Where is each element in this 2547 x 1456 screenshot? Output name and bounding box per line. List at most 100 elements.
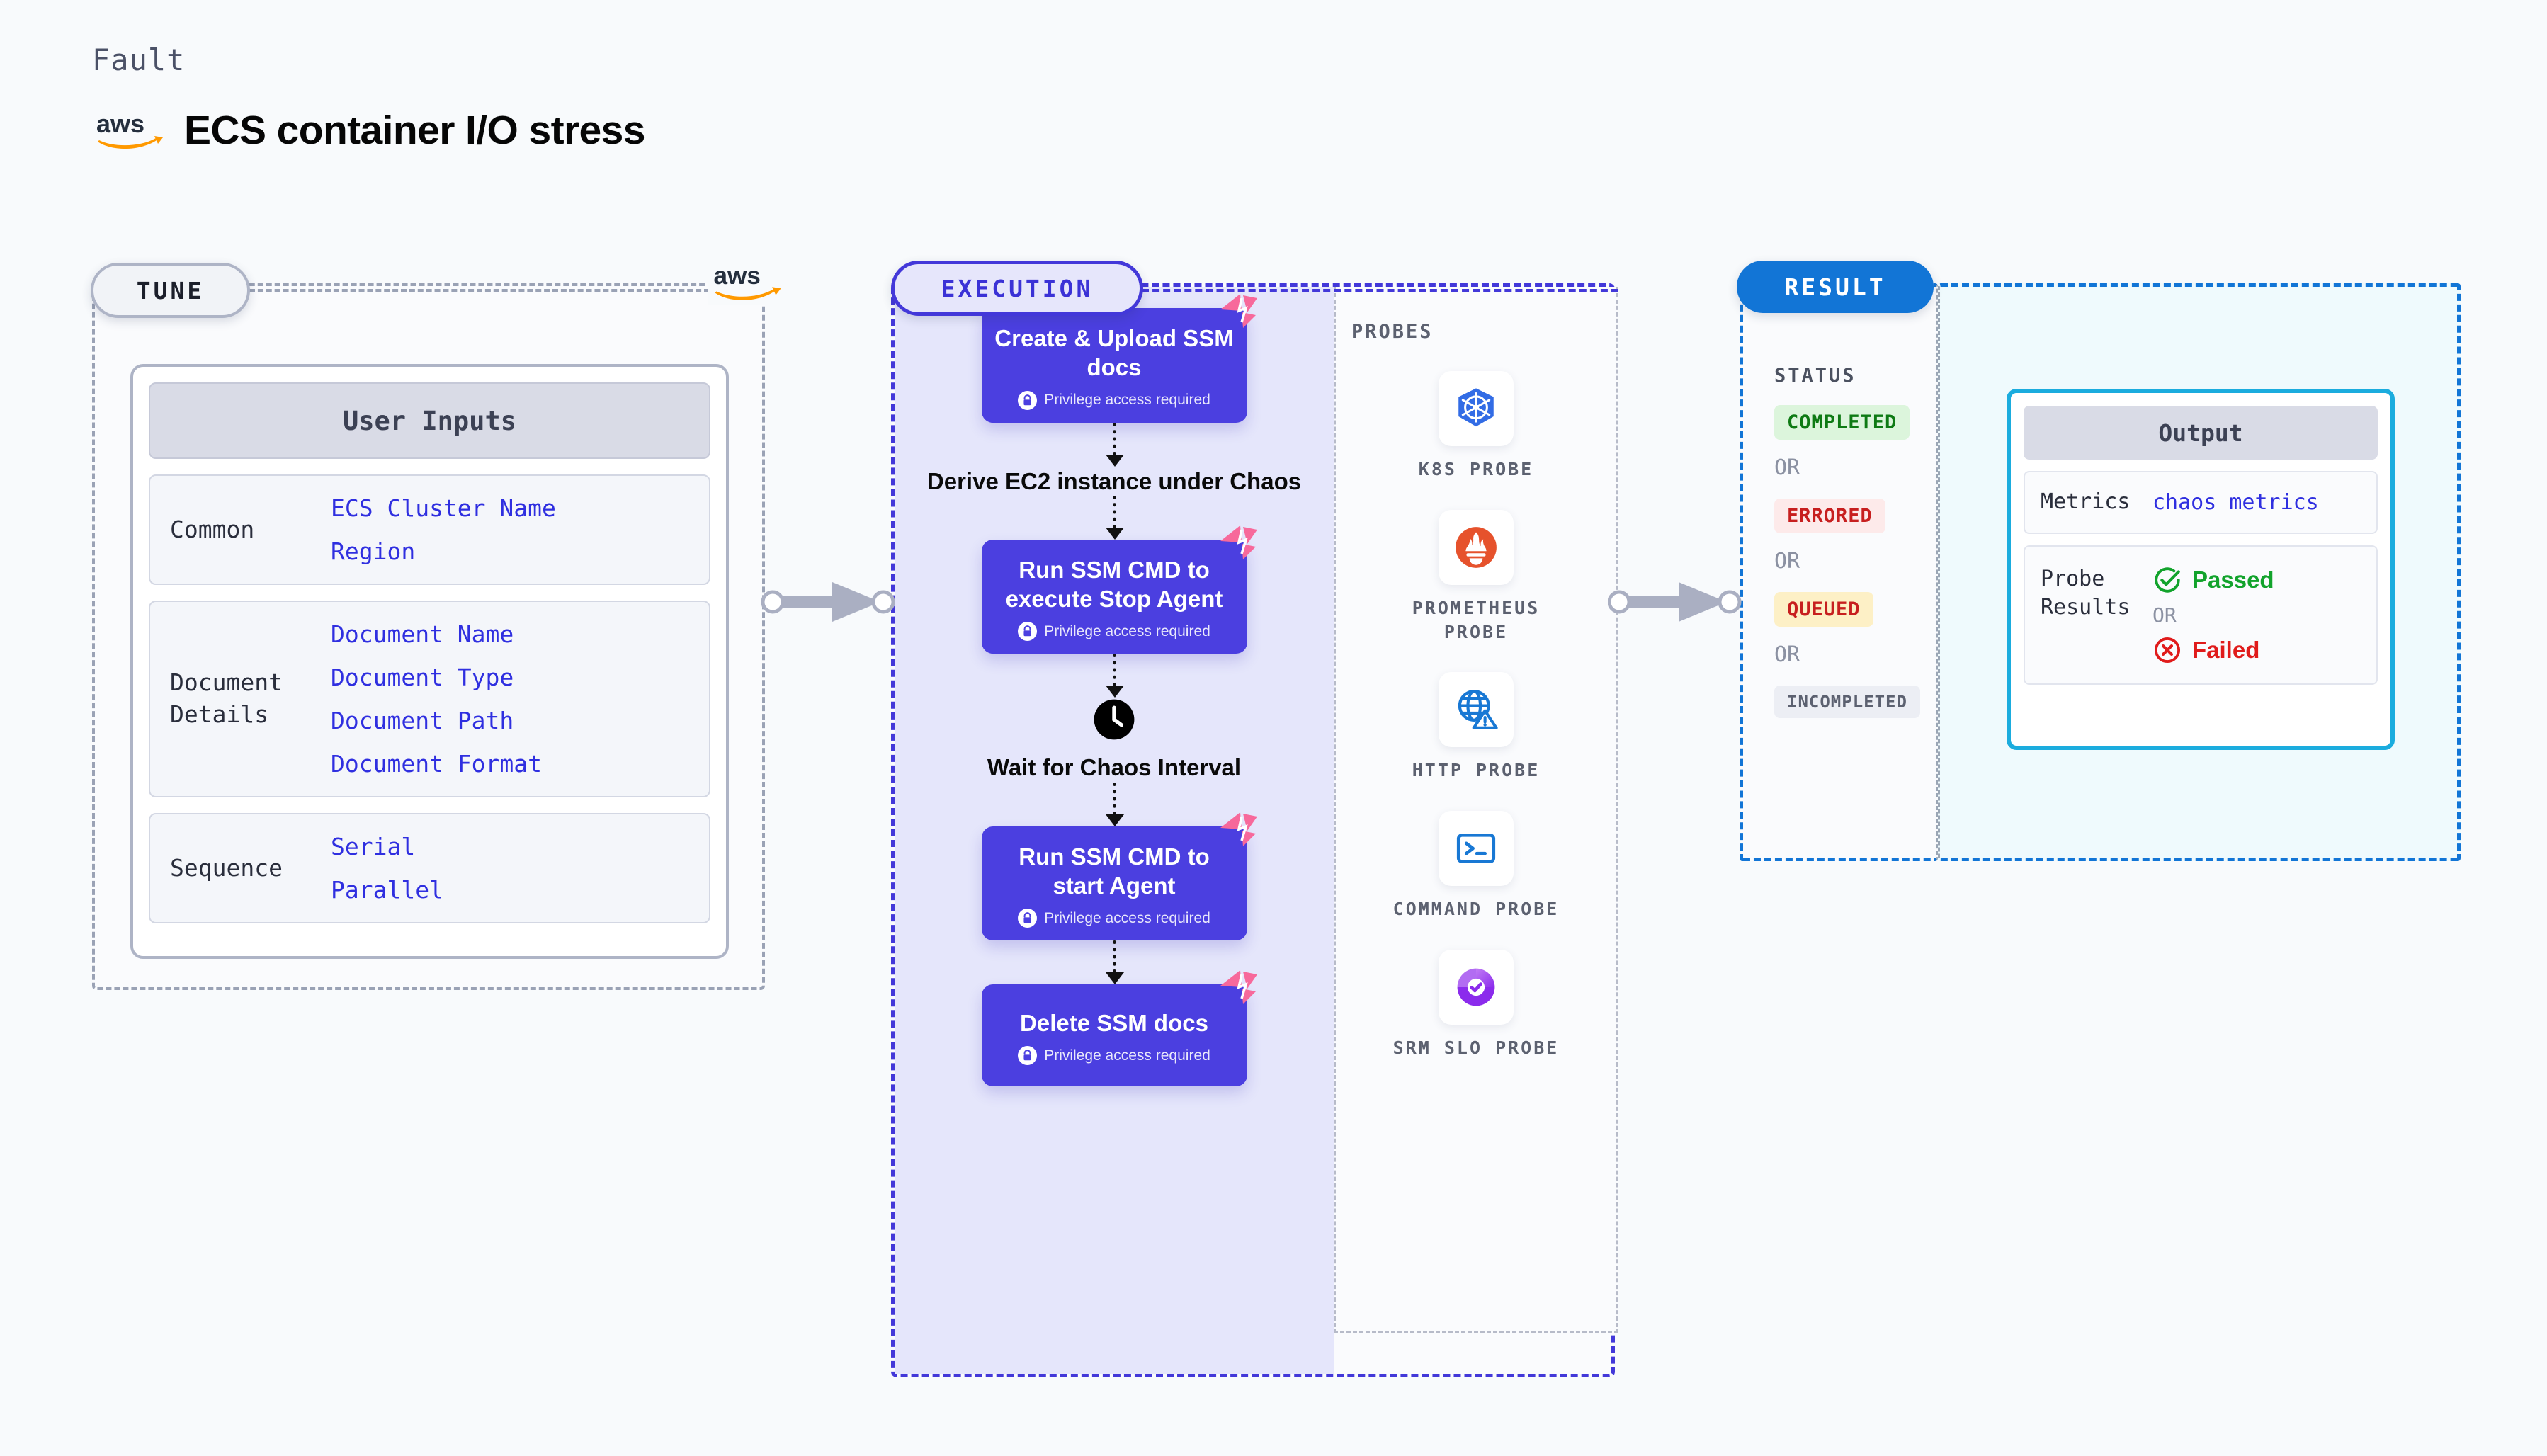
flow-connector: [1106, 422, 1124, 467]
execution-connector-line: [1142, 289, 1618, 292]
privilege-text: Privilege access required: [1044, 909, 1210, 926]
flow-connector: [1106, 940, 1124, 984]
srm-slo-icon: [1457, 968, 1495, 1006]
kubernetes-icon: [1458, 388, 1494, 427]
aws-logo-icon: aws: [96, 109, 163, 149]
svg-text:aws: aws: [713, 262, 760, 290]
lock-icon: [1018, 390, 1038, 410]
fault-flag-icon: [1220, 812, 1257, 846]
node-title: Delete SSM docs: [1020, 1010, 1208, 1036]
user-inputs-title: User Inputs: [149, 382, 710, 459]
flow-connector: [1106, 495, 1124, 540]
privilege-text: Privilege access required: [1044, 1047, 1210, 1064]
status-badge-completed: COMPLETED: [1774, 405, 1910, 440]
node-title: Run SSM CMD to execute Stop Agent: [1005, 556, 1223, 612]
page-title: ECS container I/O stress: [184, 108, 645, 153]
probe-icon-box: [1439, 371, 1514, 446]
http-globe-icon: [1458, 690, 1498, 730]
metrics-value[interactable]: chaos metrics: [2152, 489, 2319, 515]
execution-panel: Create & Upload SSM docs Privilege acces…: [891, 283, 1618, 1377]
probe-item-command[interactable]: COMMAND PROBE: [1336, 811, 1616, 921]
fault-flag-icon: [1220, 970, 1257, 1004]
privilege-text: Privilege access required: [1044, 622, 1210, 639]
input-value[interactable]: Parallel: [331, 876, 443, 904]
probe-label: HTTP PROBE: [1412, 760, 1541, 781]
input-value[interactable]: Document Type: [331, 664, 514, 691]
probe-item-srm-slo[interactable]: SRM SLO PROBE: [1336, 949, 1616, 1060]
probe-result-failed: Failed: [2152, 635, 2274, 665]
node-title: Wait for Chaos Interval: [987, 754, 1242, 781]
flow-node-run-ssm-cmd-stop-agent[interactable]: Run SSM CMD to execute Stop Agent Privil…: [981, 525, 1257, 654]
failed-text: Failed: [2192, 636, 2260, 663]
output-card: Output Metrics chaos metrics Probe Resul…: [2007, 389, 2395, 750]
flow-node-wait-for-chaos-interval: Wait for Chaos Interval: [987, 698, 1241, 782]
probe-icon-box: [1439, 672, 1514, 748]
or-separator: OR: [1774, 642, 1800, 667]
user-inputs-card: User Inputs Common ECS Cluster Name Regi…: [130, 364, 729, 959]
input-group-sequence: Sequence Serial Parallel: [149, 813, 710, 923]
flow-node-delete-ssm-docs[interactable]: Delete SSM docs Privilege access require…: [981, 970, 1257, 1087]
or-separator: OR: [2152, 603, 2177, 627]
tune-panel: User Inputs Common ECS Cluster Name Regi…: [92, 283, 765, 990]
status-badge-errored: ERRORED: [1774, 499, 1885, 533]
lock-icon: [1018, 622, 1038, 642]
fault-label: Fault: [92, 42, 186, 77]
probe-results-label: Probe Results: [2041, 566, 2131, 620]
input-group-label: Common: [170, 515, 255, 543]
input-value[interactable]: ECS Cluster Name: [331, 494, 556, 522]
privilege-text: Privilege access required: [1044, 392, 1210, 408]
node-privilege-note: Privilege access required: [994, 1046, 1235, 1066]
probe-item-k8s[interactable]: K8S PROBE: [1336, 371, 1616, 482]
input-value[interactable]: Document Format: [331, 750, 543, 778]
input-value[interactable]: Serial: [331, 833, 416, 860]
node-title: Run SSM CMD to start Agent: [1019, 843, 1210, 899]
input-value[interactable]: Region: [331, 538, 416, 565]
probes-label: PROBES: [1351, 321, 1434, 343]
or-separator: OR: [1774, 549, 1800, 574]
terminal-icon: [1456, 833, 1496, 864]
execution-badge: EXECUTION: [891, 261, 1143, 316]
flow-node-run-ssm-cmd-start-agent[interactable]: Run SSM CMD to start Agent Privilege acc…: [981, 812, 1257, 940]
input-group-common: Common ECS Cluster Name Region: [149, 474, 710, 585]
clock-icon: [1094, 699, 1135, 740]
page-header: Fault aws ECS container I/O stress: [92, 42, 645, 154]
flow-node-create-upload-ssm-docs[interactable]: Create & Upload SSM docs Privilege acces…: [981, 294, 1257, 423]
status-badge-incompleted: INCOMPLETED: [1774, 686, 1920, 718]
input-group-label: Document Details: [170, 669, 283, 728]
node-privilege-note: Privilege access required: [994, 909, 1235, 928]
probe-label: K8S PROBE: [1418, 459, 1534, 479]
output-row-probe-results: Probe Results Passed OR: [2024, 545, 2378, 685]
probe-item-http[interactable]: HTTP PROBE: [1336, 672, 1616, 783]
fault-flag-icon: [1220, 294, 1257, 328]
svg-text:aws: aws: [96, 109, 144, 138]
check-circle-icon: [2155, 567, 2180, 593]
probes-column: PROBES K8S PROBE: [1334, 287, 1618, 1333]
input-value[interactable]: Document Path: [331, 707, 514, 734]
result-status-column: STATUS COMPLETED OR ERRORED OR QUEUED OR…: [1740, 283, 1938, 861]
node-privilege-note: Privilege access required: [994, 622, 1235, 642]
node-title: Create & Upload SSM docs: [994, 325, 1234, 381]
flow-connector: [1106, 782, 1124, 826]
arrow-execution-to-result: [1608, 582, 1742, 622]
probe-icon-box: [1439, 949, 1514, 1025]
probe-label: SRM SLO PROBE: [1392, 1037, 1560, 1058]
probe-label: PROMETHEUS PROBE: [1412, 597, 1541, 642]
input-group-label: Sequence: [170, 853, 283, 882]
result-badge: RESULT: [1737, 261, 1934, 313]
output-row-metrics: Metrics chaos metrics: [2024, 471, 2378, 534]
or-separator: OR: [1774, 455, 1800, 480]
probe-label: COMMAND PROBE: [1392, 899, 1560, 919]
metrics-label: Metrics: [2041, 489, 2131, 514]
prometheus-icon: [1456, 526, 1497, 568]
flow-node-derive-ec2-instance: Derive EC2 instance under Chaos: [926, 467, 1302, 494]
lock-icon: [1018, 909, 1038, 928]
input-value[interactable]: Document Name: [331, 620, 514, 648]
probe-item-prometheus[interactable]: PROMETHEUS PROBE: [1336, 509, 1616, 644]
lock-icon: [1018, 1046, 1038, 1066]
probe-result-passed: Passed: [2152, 565, 2274, 595]
arrow-tune-to-execution: [761, 582, 895, 622]
output-title: Output: [2024, 406, 2378, 460]
probe-icon-box: [1439, 811, 1514, 886]
tune-badge: TUNE: [91, 263, 250, 318]
tune-connector-line: [249, 289, 710, 292]
